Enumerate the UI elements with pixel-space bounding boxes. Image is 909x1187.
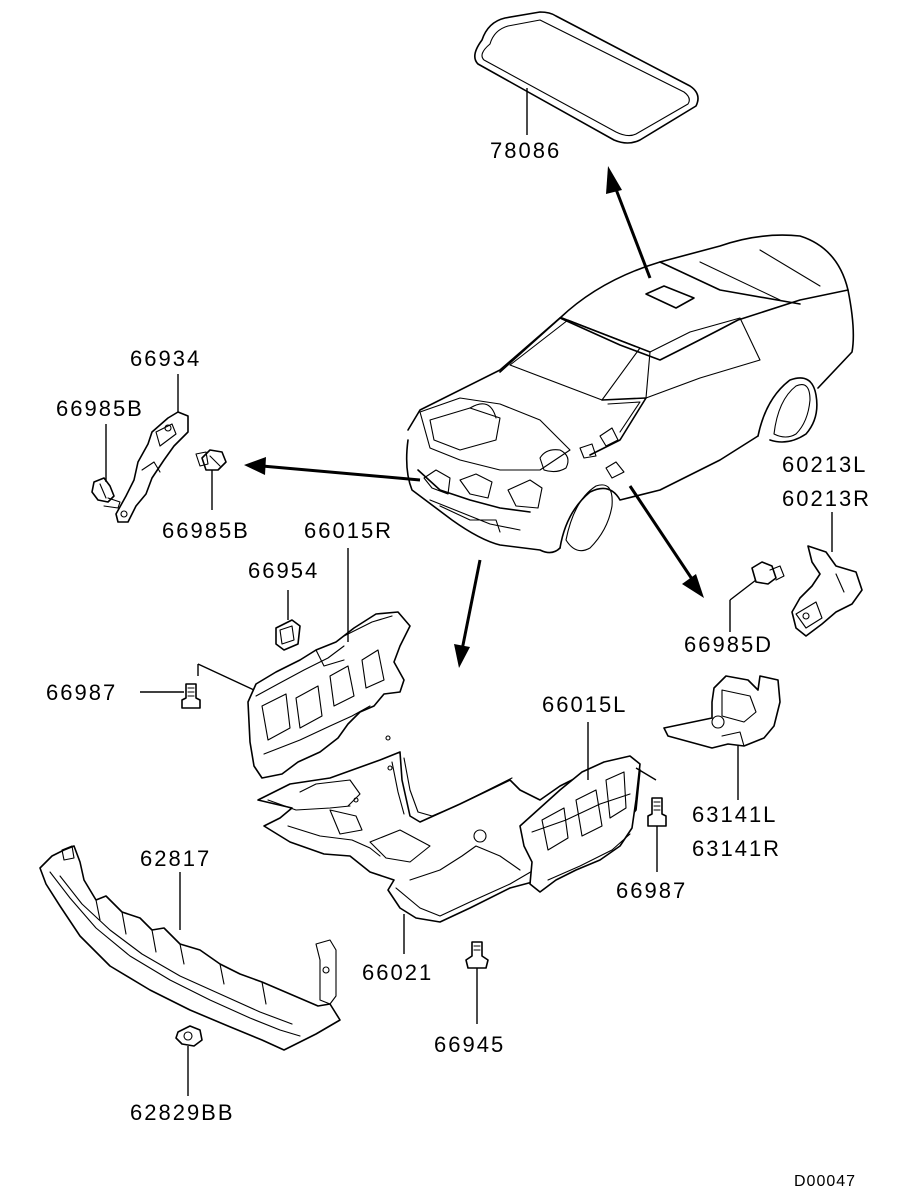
label-62829BB: 62829BB — [130, 1100, 235, 1125]
bracket-60213 — [791, 512, 863, 637]
label-66985D: 66985D — [684, 632, 773, 657]
label-66934: 66934 — [130, 346, 201, 371]
bracket-66934 — [115, 374, 189, 523]
front-lower-panel-62817 — [39, 845, 341, 1051]
screw-66987-left — [140, 683, 201, 709]
bolt-66985B-left — [91, 424, 121, 509]
label-66987-right: 66987 — [616, 878, 687, 903]
label-60213R: 60213R — [782, 486, 871, 511]
label-60213L: 60213L — [782, 452, 867, 477]
label-62817: 62817 — [140, 846, 211, 871]
label-66015L: 66015L — [542, 692, 627, 717]
label-66954: 66954 — [248, 558, 319, 583]
callout-arrows — [244, 166, 704, 668]
screw-66945 — [465, 941, 489, 1024]
clip-62829BB — [175, 1025, 203, 1096]
clip-66954 — [275, 590, 301, 651]
bolt-66985D — [729, 561, 785, 632]
bolt-66985B-right — [195, 449, 227, 510]
label-66945: 66945 — [434, 1032, 505, 1057]
label-66015R: 66015R — [304, 518, 393, 543]
splash-shield-63141 — [663, 675, 781, 800]
label-63141R: 63141R — [692, 836, 781, 861]
label-63141L: 63141L — [692, 802, 777, 827]
screw-66987-right — [647, 797, 667, 872]
label-78086: 78086 — [490, 138, 561, 163]
label-66985B-bottom: 66985B — [162, 518, 250, 543]
under-cover-66015R — [197, 548, 411, 779]
diagram-code: D00047 — [794, 1173, 856, 1187]
label-66021: 66021 — [362, 960, 433, 985]
car-body — [405, 234, 855, 554]
hood-insulator-pad — [474, 11, 699, 144]
label-66987-left: 66987 — [46, 680, 117, 705]
under-cover-66015L — [519, 722, 657, 893]
label-66985B-top: 66985B — [56, 396, 144, 421]
